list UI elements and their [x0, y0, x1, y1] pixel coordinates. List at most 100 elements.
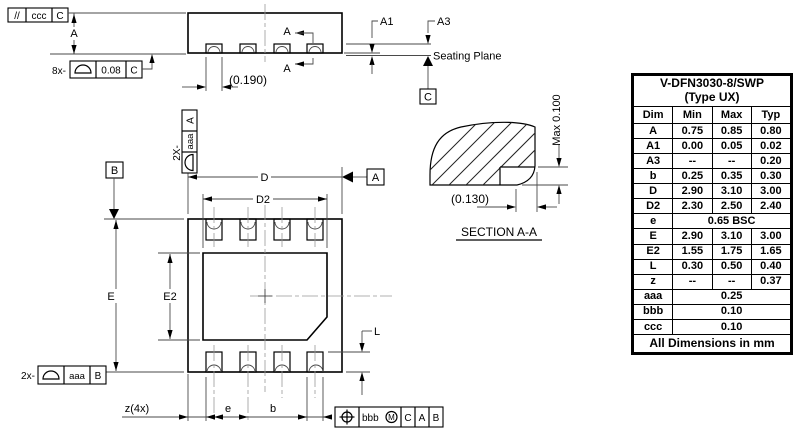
mmc-modifier-icon: [385, 410, 398, 424]
table-title-line1: V-DFN3030-8/SWP: [659, 76, 765, 91]
dim-z-label: z(4x): [125, 403, 149, 415]
cell-span-value: 0.10: [672, 303, 791, 320]
cell-typ: 2.40: [750, 198, 792, 215]
dim-e2-label: E2: [163, 291, 176, 303]
ref-0130-dim: (0.130): [451, 172, 557, 212]
fcf-8x-profile: 8x- 0.08 C: [52, 54, 155, 79]
qty-2x-bottom-label: 2x-: [21, 371, 35, 382]
col-header-min: Min: [672, 106, 713, 124]
qty-2x-top-label: 2X-: [172, 145, 183, 161]
section-title: SECTION A-A: [461, 225, 537, 239]
dim-b-label: b: [270, 403, 276, 415]
table-row-e: e 0.65 BSC: [632, 213, 791, 230]
table-row: E 2.90 3.10 3.00: [632, 228, 792, 245]
cell-typ: 3.00: [750, 183, 792, 200]
cell-dim: A3: [632, 153, 674, 170]
table-row-ccc: ccc 0.10: [632, 318, 791, 336]
parallelism-tolerance: ccc: [32, 11, 47, 22]
section-arrow-label-top: A: [283, 26, 291, 38]
profile-2x-bottom-tolerance: aaa: [69, 371, 86, 382]
bottom-dims: z(4x) e b: [122, 374, 332, 421]
dim-max-0100: Max 0.100: [522, 94, 568, 204]
cell-max: 1.75: [711, 243, 752, 260]
datum-c-triangle: [423, 56, 433, 66]
table-row-aaa: aaa 0.25: [632, 288, 791, 305]
cell-min: 2.90: [672, 228, 713, 245]
cell-dim: ccc: [632, 318, 674, 336]
cell-dim: E: [632, 228, 674, 245]
cell-span-value: 0.25: [672, 288, 791, 305]
section-body-outline: [429, 121, 536, 186]
position-datum-2: A: [419, 413, 426, 424]
cell-min: 2.30: [672, 198, 713, 215]
max-0100-label: Max 0.100: [551, 94, 563, 145]
table-row: b 0.25 0.35 0.30: [632, 168, 792, 185]
profile-surface-icon: [74, 64, 92, 74]
exposed-pad: [202, 252, 328, 341]
cell-min: 0.30: [672, 258, 713, 275]
cell-max: 3.10: [711, 228, 752, 245]
dim-d2: D2: [202, 192, 328, 248]
cell-max: 0.35: [711, 168, 752, 185]
position-tolerance: bbb: [362, 413, 379, 424]
table-row: A 0.75 0.85 0.80: [632, 122, 792, 140]
section-cut-line: A A: [283, 26, 314, 75]
cell-max: 0.50: [711, 258, 752, 275]
cell-max: 3.10: [711, 183, 752, 200]
position-datum-1: C: [404, 413, 411, 424]
ref-0130-label: (0.130): [451, 192, 489, 206]
dimension-table: V-DFN3030-8/SWP (Type UX) Dim Min Max Ty…: [631, 73, 793, 355]
dim-a-label: A: [70, 28, 78, 40]
cell-max: 2.50: [711, 198, 752, 215]
cell-typ: 0.02: [750, 138, 792, 155]
datum-b-label: B: [111, 165, 118, 177]
cell-dim: e: [632, 213, 674, 230]
dim-d-label: D: [261, 172, 269, 184]
profile-2x-top-datum: A: [186, 117, 197, 124]
fcf-2x-bottom: 2x- aaa B: [21, 365, 107, 385]
profile-2x-bottom-datum: B: [95, 371, 102, 382]
section-arrow-label-bottom: A: [283, 63, 291, 75]
cell-dim: D: [632, 183, 674, 200]
cell-dim: E2: [632, 243, 674, 260]
table-title: V-DFN3030-8/SWP (Type UX): [633, 75, 791, 107]
table-title-line2: (Type UX): [684, 90, 740, 104]
table-row: A3 -- -- 0.20: [632, 153, 792, 170]
side-view: // ccc C A 8x- 0.08 C: [7, 4, 502, 105]
cell-dim: b: [632, 168, 674, 185]
cell-typ: 0.30: [750, 168, 792, 185]
cell-min: --: [672, 153, 713, 170]
top-pads: [205, 218, 324, 241]
cell-typ: 0.80: [750, 122, 792, 140]
dim-l: L: [328, 326, 380, 395]
bottom-view: A D D2 A aaa 2X-: [21, 109, 444, 428]
table-row-bbb: bbb 0.10: [632, 303, 791, 320]
section-detail: Max 0.100 (0.130) SECTION A-A: [429, 94, 568, 241]
cell-span-value: 0.65 BSC: [672, 213, 791, 230]
table-row: z -- -- 0.37: [632, 273, 792, 290]
cell-min: 2.90: [672, 183, 713, 200]
dim-l-label: L: [374, 326, 380, 338]
datum-c-label: C: [424, 92, 432, 104]
cell-min: 0.25: [672, 168, 713, 185]
dim-e-cap: B E: [103, 161, 184, 373]
table-footer: All Dimensions in mm: [633, 334, 791, 353]
cell-min: 0.75: [672, 122, 713, 140]
datum-a-triangle: [342, 171, 353, 183]
cell-typ: 3.00: [750, 228, 792, 245]
bottom-pads: [205, 351, 324, 373]
position-symbol-icon: [339, 409, 355, 425]
cell-dim: aaa: [632, 288, 674, 305]
table-row: D2 2.30 2.50 2.40: [632, 198, 792, 215]
seating-plane-label: Seating Plane: [433, 51, 502, 63]
cell-dim: D2: [632, 198, 674, 215]
dim-d: A D: [187, 167, 385, 214]
ref-0190-dim: (0.190): [182, 57, 267, 91]
table-footer-row: All Dimensions in mm: [633, 334, 791, 353]
cell-span-value: 0.10: [672, 318, 791, 336]
datum-b-triangle: [109, 209, 119, 219]
table-row: L 0.30 0.50 0.40: [632, 258, 792, 275]
dim-d2-label: D2: [256, 194, 270, 206]
